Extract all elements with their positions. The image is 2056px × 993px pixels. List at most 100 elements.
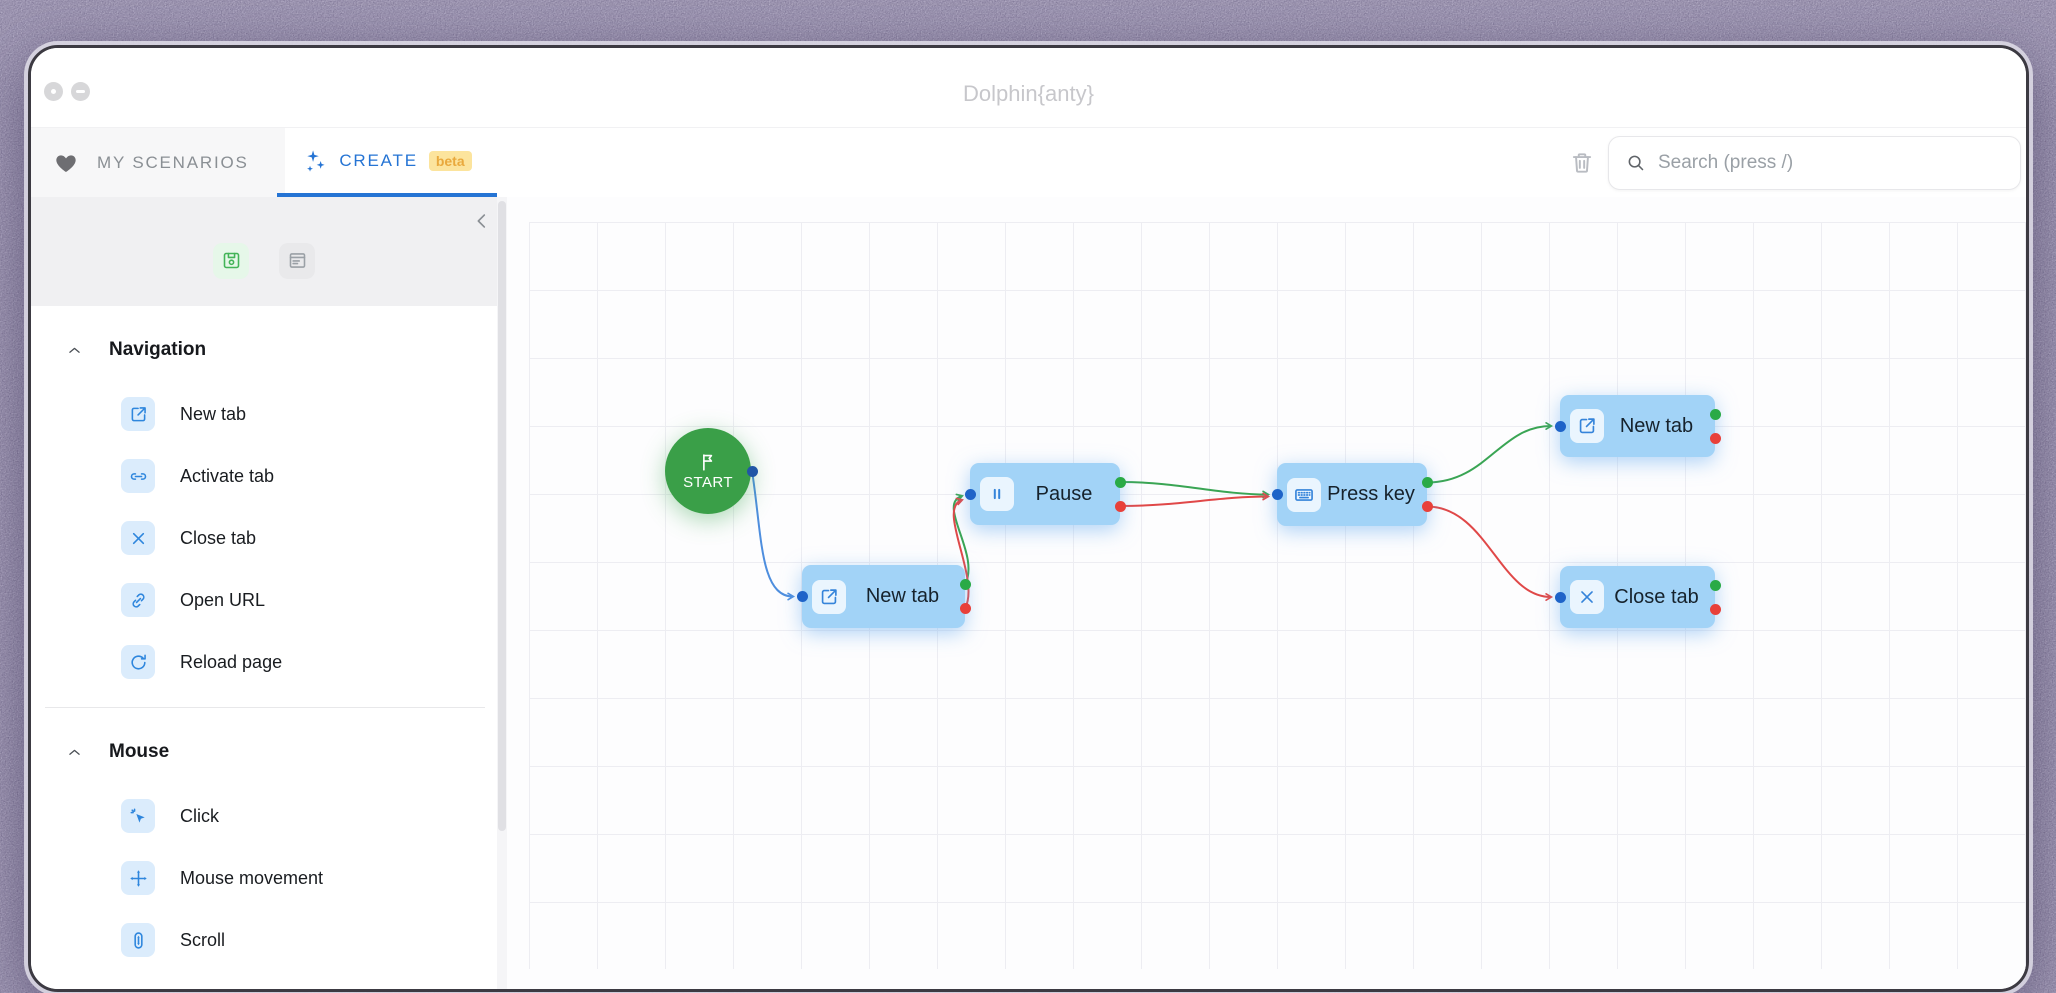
port-success-pause[interactable] [1114,476,1126,488]
sidebar-item-close-tab[interactable]: Close tab [31,521,497,555]
save-icon [221,250,242,271]
port-fail-pause[interactable] [1114,500,1126,512]
sidebar-item-label: Reload page [180,651,283,672]
port-in-pause[interactable] [964,488,976,500]
scrollbar-thumb[interactable] [498,201,506,831]
tab-my-scenarios-label: MY SCENARIOS [97,152,249,172]
edge-press-key-to-close-tab[interactable] [1426,505,1554,601]
node-pause[interactable]: Pause [970,463,1120,525]
sidebar-quick-actions [31,197,497,306]
section-header-navigation[interactable]: Navigation [31,337,497,363]
sidebar-item-reload-page[interactable]: Reload page [31,645,497,679]
sidebar-item-label: Activate tab [180,465,275,486]
move-icon [121,861,155,895]
sidebar-collapse-button[interactable] [471,208,493,234]
tab-create-label: CREATE [339,150,418,170]
port-fail-press-key[interactable] [1421,501,1433,512]
port-fail-new-tab-2[interactable] [1709,432,1721,444]
keyboard-icon [1287,477,1321,512]
section-header-mouse[interactable]: Mouse [31,739,497,765]
sidebar-item-label: Click [180,805,219,826]
sidebar-item-scroll[interactable]: Scroll [31,923,497,957]
sidebar-item-new-tab[interactable]: New tab [31,397,497,431]
sidebar-item-activate-tab[interactable]: Activate tab [31,459,497,493]
node-label: START [683,474,733,491]
sidebar-scrollbar[interactable] [497,197,507,989]
tab-create[interactable]: CREATE beta [277,128,497,197]
sidebar-item-label: Close tab [180,527,257,548]
port-success-close-tab[interactable] [1709,579,1721,591]
reload-icon [121,645,155,679]
node-label: Pause [1035,482,1093,505]
sparkles-icon [302,148,328,174]
link-icon [121,459,155,493]
x-icon [1570,580,1604,614]
section-title: Navigation [109,339,207,360]
scroll-icon [121,923,155,957]
cursor-click-icon [121,799,155,833]
node-new-tab-2[interactable]: New tab [1560,395,1715,457]
edge-pause-to-press-key[interactable] [1119,481,1271,499]
sidebar-item-label: New tab [180,403,247,424]
port-fail-new-tab-1[interactable] [959,603,971,614]
edge-press-key-to-new-tab-2[interactable] [1426,422,1554,484]
tab-my-scenarios[interactable]: MY SCENARIOS [31,128,285,197]
port-success-new-tab-1[interactable] [959,579,971,590]
window-minimize-button[interactable] [71,82,90,101]
sidebar-item-label: Mouse movement [180,867,324,888]
sidebar-item-mouse-movement[interactable]: Mouse movement [31,861,497,895]
external-link-icon [121,397,155,431]
chain-icon [121,583,155,617]
port-success-press-key[interactable] [1421,477,1433,488]
node-label: New tab [1619,414,1694,437]
node-label: New tab [865,585,940,607]
header-bar: MY SCENARIOS CREATE beta [31,128,2026,198]
node-start[interactable]: START [665,428,751,514]
window-title: Dolphin{anty} [963,81,1094,106]
external-link-icon [812,579,846,614]
edge-start-to-new-tab-1[interactable] [751,470,796,601]
x-icon [121,521,155,555]
sidebar-item-label: Open URL [180,589,266,610]
port-in-new-tab-1[interactable] [796,591,808,602]
sidebar-item-click[interactable]: Click [31,799,497,833]
form-button[interactable] [279,242,315,279]
port-in-new-tab-2[interactable] [1554,420,1566,432]
sidebar-item-open-url[interactable]: Open URL [31,583,497,617]
canvas-grid [529,222,2026,969]
edges-layer [751,422,1554,609]
node-press-key[interactable]: Press key [1277,463,1427,526]
heart-icon [53,150,79,176]
edge-new-tab-1-to-pause[interactable] [952,497,970,609]
trash-icon[interactable] [1569,150,1595,176]
form-icon [287,250,308,271]
node-close-tab[interactable]: Close tab [1560,566,1715,628]
dot-icon [51,89,56,94]
flag-icon [697,451,719,473]
search-input[interactable] [1656,150,2004,175]
toolbar [1569,128,2021,197]
save-scenario-button[interactable] [213,242,249,279]
edge-pause-to-press-key[interactable] [1119,492,1271,507]
port-in-close-tab[interactable] [1554,591,1566,603]
section-divider [45,707,485,708]
pause-icon [980,477,1014,511]
port-fail-close-tab[interactable] [1709,603,1721,615]
chevron-up-icon [66,342,83,359]
chevron-up-icon [66,744,83,761]
node-new-tab-1[interactable]: New tab [802,565,965,628]
port-success-new-tab-2[interactable] [1709,408,1721,420]
search-icon [1625,152,1646,173]
search-box[interactable] [1608,135,2021,190]
port-out-start[interactable] [746,465,758,477]
port-in-press-key[interactable] [1271,489,1283,500]
external-link-icon [1570,409,1604,443]
titlebar: Dolphin{anty} [31,48,2026,128]
section-title: Mouse [109,741,170,762]
window-close-button[interactable] [44,82,63,101]
